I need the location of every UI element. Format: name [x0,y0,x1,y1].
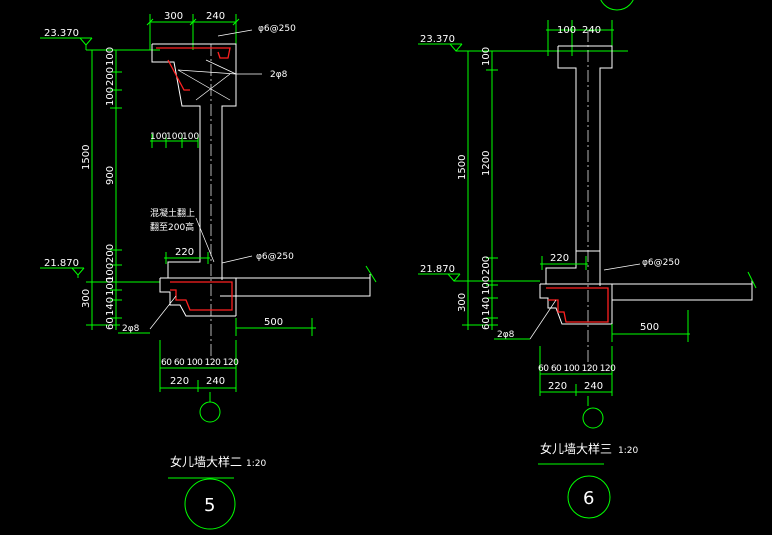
detail-6: 100 240 23.370 21.870 1500 300 100 [418,0,757,519]
d6-bar-label: 2φ8 [497,330,515,340]
d5-left-dimension-lines [86,49,160,330]
d6-parapet-outline [539,45,753,325]
d5-dim-220-top: 220 [175,247,194,258]
d6-dim-60: 60 [481,317,492,330]
d5-bottom-dimension [159,340,237,402]
d5-mid-dim-100-b: 100 [166,132,183,142]
d6-elevation-top-marker [418,43,628,52]
d5-dim-300: 300 [81,289,92,308]
d5-dim-100-a: 100 [105,47,116,66]
d5-dim-140: 140 [105,297,116,316]
d5-rebar-spacing-top: φ6@250 [258,24,296,34]
d5-top-dim-300: 300 [164,11,183,22]
d5-bottom-dim-240: 240 [206,376,225,387]
d5-top-dimension [146,14,240,50]
d6-title: 女儿墙大样三 [540,441,612,456]
d5-dim-200-a: 200 [105,67,116,86]
d6-dim-200: 200 [481,256,492,275]
d5-dim-220-line [164,252,210,264]
d6-axis-bubble [582,407,604,429]
d6-index-number: 6 [583,488,594,509]
d6-dim-1500: 1500 [457,155,468,180]
d6-index-circle [567,475,611,519]
d6-slab-break-line [747,271,757,289]
d6-top-axis-bubble [600,0,634,11]
d6-bottom-dims-1: 60 60 100 120 120 [538,364,616,374]
detail-5: 300 240 23.370 21.870 [40,11,377,530]
d5-rebar-mid: φ6@250 [256,252,294,262]
d5-mid-dimension [150,134,199,148]
d5-bar-label-top: 2φ8 [270,70,288,80]
d5-bottom-dim-220: 220 [170,376,189,387]
d6-elevation-bottom: 21.870 [420,264,455,275]
d5-parapet-outline [151,43,371,317]
d6-rebar-mid: φ6@250 [642,258,680,268]
d6-slab-dim-500: 500 [640,322,659,333]
d5-title: 女儿墙大样二 [170,454,242,469]
d6-rebar-mid-leader [603,263,641,271]
d5-bottom-dims-1: 60 60 100 120 120 [161,358,239,368]
d6-elevation-top: 23.370 [420,34,455,45]
d6-top-dim-100: 100 [557,25,576,36]
d6-dim-100-b: 100 [481,276,492,295]
d5-mid-dim-100-a: 100 [150,132,167,142]
d5-dim-200-b: 200 [105,244,116,263]
d5-elevation-bottom: 21.870 [44,258,79,269]
d5-index-circle [184,478,236,530]
d5-bar-label: 2φ8 [122,324,140,334]
d6-dim-220-top: 220 [550,253,569,264]
d6-left-dimension-lines [462,51,498,330]
d5-mid-dim-100-c: 100 [182,132,199,142]
d6-dim-500-line [611,310,690,342]
d6-dim-140: 140 [481,297,492,316]
d6-elevation-bottom-marker [418,273,540,282]
d5-dim-100-c: 100 [105,263,116,282]
d5-dim-100-d: 100 [105,277,116,296]
d5-scale: 1:20 [246,459,266,469]
d5-dim-500-line [235,318,316,336]
d6-bottom-dim-240: 240 [584,381,603,392]
d6-dim-1200: 1200 [481,151,492,176]
d5-dim-1500: 1500 [81,145,92,170]
d5-slab-dim-500: 500 [264,317,283,328]
d6-bottom-dimension [539,346,613,406]
d6-dim-100-a: 100 [481,47,492,66]
d5-elevation-bottom-marker [40,267,85,278]
d5-top-dim-240: 240 [206,11,225,22]
d5-slab-break-line [365,265,377,283]
d6-top-dim-240: 240 [582,25,601,36]
d5-dim-100-b: 100 [105,87,116,106]
d5-rebar [156,47,233,311]
d5-dim-900: 900 [105,166,116,185]
d6-bottom-dim-220: 220 [548,381,567,392]
d5-dim-60: 60 [105,317,116,330]
d5-axis-bubble [199,401,221,423]
d6-dim-300: 300 [457,293,468,312]
d5-leader-lines [149,29,262,330]
d5-note-line2: 翻至200高 [150,221,194,233]
d6-dim-220-line [540,256,588,270]
d6-bar-leader-diag [529,299,557,340]
d6-scale: 1:20 [618,446,638,456]
d5-elevation-top: 23.370 [44,28,79,39]
d5-note-line1: 混凝土翻上 [150,207,195,219]
d5-index-number: 5 [204,495,215,516]
d6-rebar [546,287,609,323]
d5-elevation-top-marker [40,37,158,51]
